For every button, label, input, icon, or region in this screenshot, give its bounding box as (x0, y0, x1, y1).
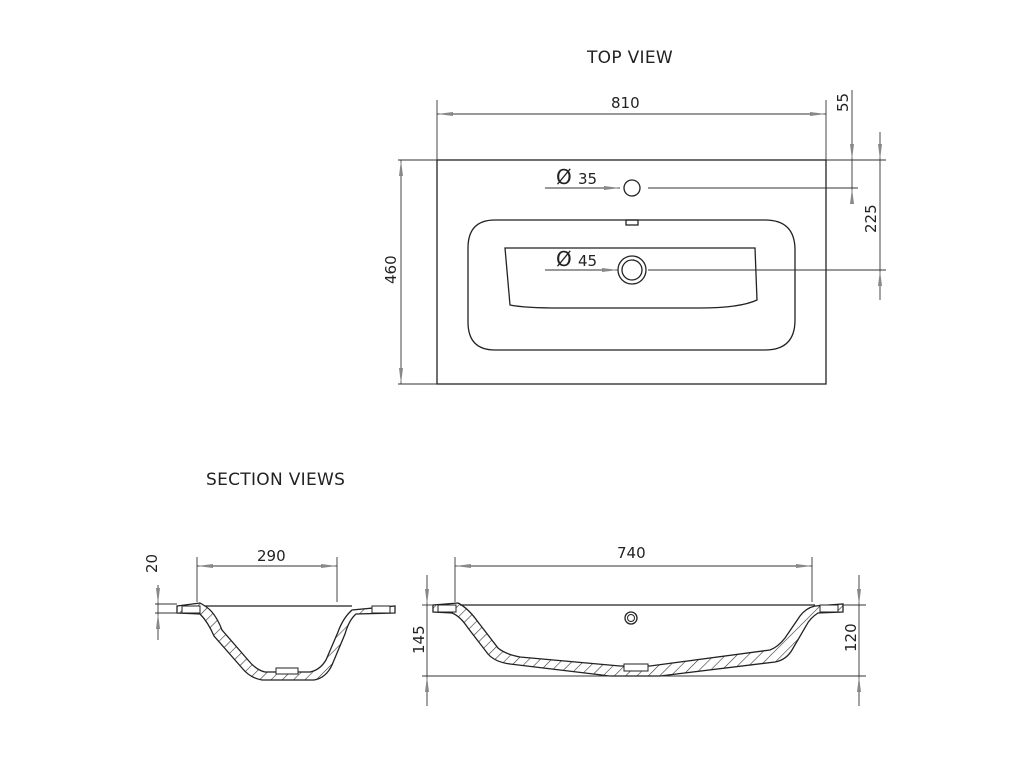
top-view-title: TOP VIEW (587, 48, 674, 68)
side-section-view (176, 602, 396, 681)
side-section-dimensions (155, 557, 338, 640)
front-rim-detail (437, 604, 457, 613)
top-view (436, 159, 827, 385)
basin-bowl-rim (467, 219, 796, 351)
dim-20-label: 20 (143, 554, 161, 573)
top-view-dimensions (398, 90, 886, 385)
diameter-symbol-45: Ø (556, 247, 572, 271)
overflow-hole (624, 611, 638, 625)
basin-outline (436, 159, 827, 385)
front-rim-detail (819, 604, 839, 613)
front-drain-detail (623, 663, 649, 672)
dim-810-label: 810 (611, 94, 640, 112)
drain-diameter-label: 45 (578, 252, 597, 270)
diameter-symbol-35: Ø (556, 165, 572, 189)
tap-hole (623, 179, 641, 197)
dim-460-label: 460 (382, 255, 400, 284)
dim-120-label: 120 (842, 623, 860, 652)
dim-225-label: 225 (862, 204, 880, 233)
overflow-slot (625, 219, 639, 226)
dim-55-label: 55 (834, 93, 852, 112)
front-section-view (432, 602, 844, 677)
drain-inner (621, 259, 643, 281)
front-section-body (432, 602, 844, 677)
side-drain-detail (275, 667, 299, 675)
basin-bowl-floor (504, 247, 758, 309)
front-section-dimensions (422, 557, 866, 706)
tap-hole-diameter-label: 35 (578, 170, 597, 188)
dim-290-label: 290 (257, 547, 286, 565)
dim-145-label: 145 (410, 625, 428, 654)
overflow-hole-inner (627, 614, 635, 622)
top-view-dimension-labels: 810 460 55 225 Ø 35 Ø 45 (382, 93, 880, 284)
section-views-title: SECTION VIEWS (206, 470, 346, 490)
side-rim-detail (181, 605, 201, 614)
dim-740-label: 740 (617, 544, 646, 562)
side-rim-detail (371, 605, 391, 614)
